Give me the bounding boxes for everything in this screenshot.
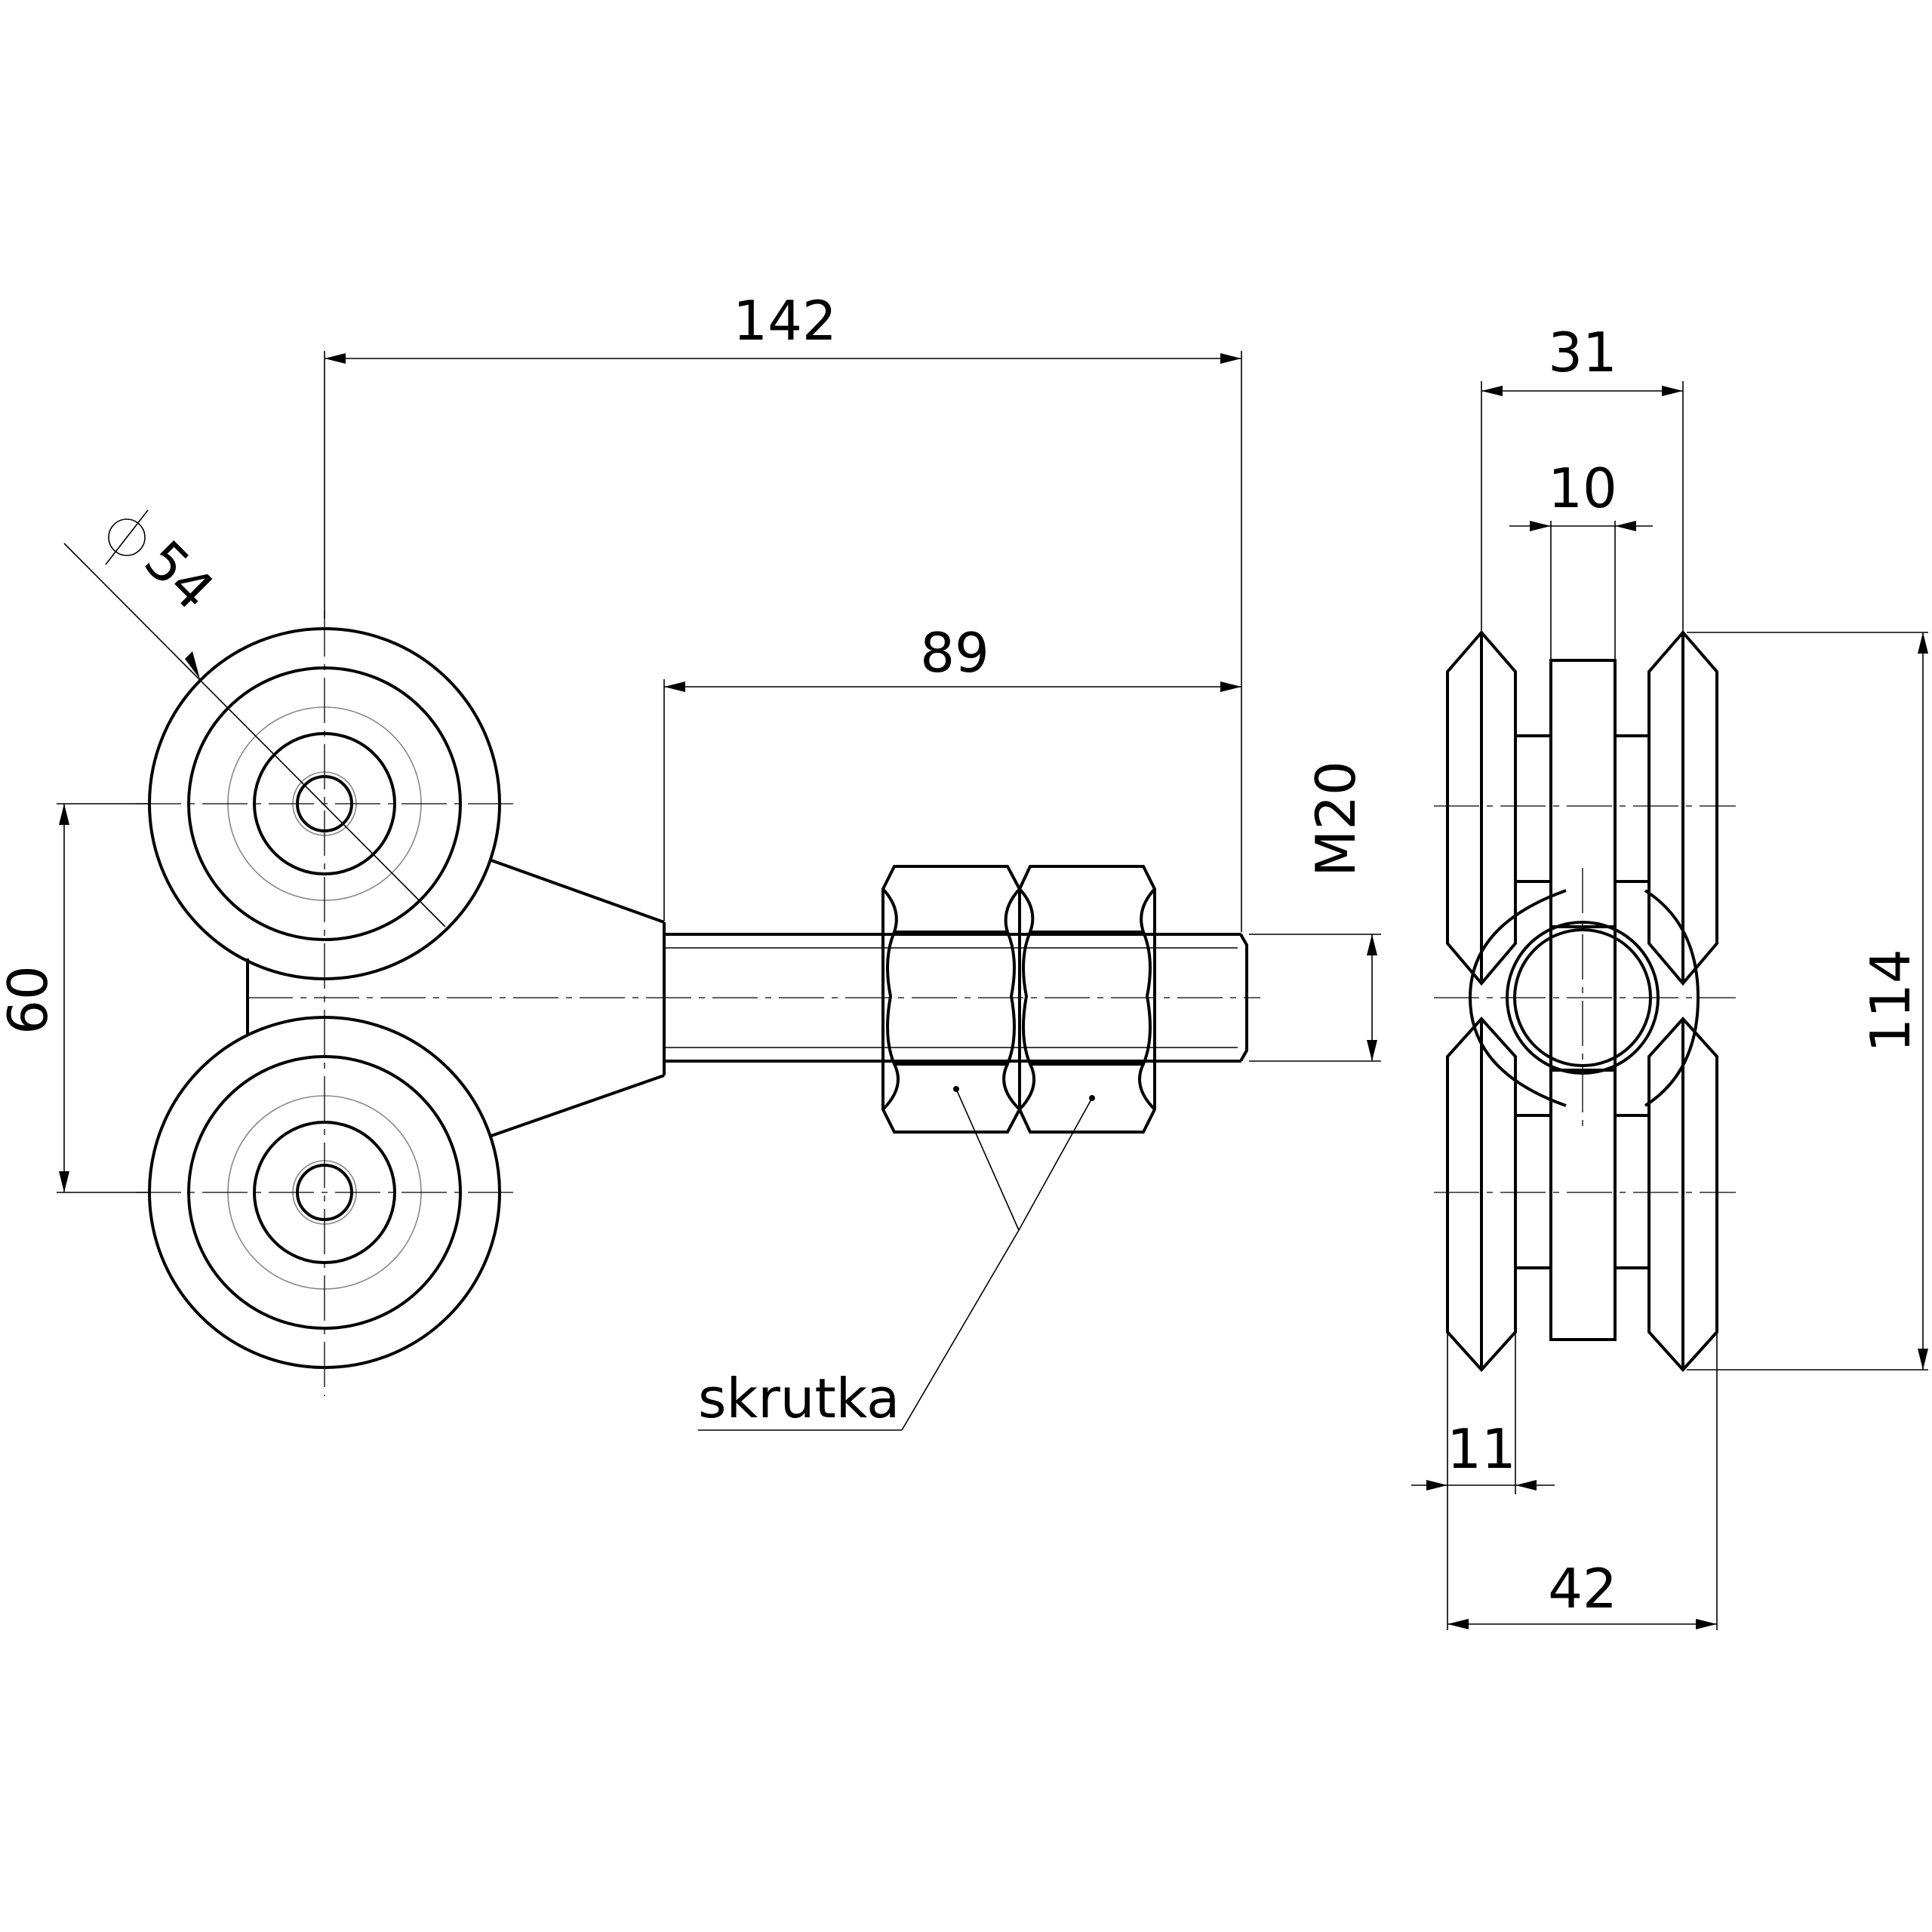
dim-bolt-length-label: 89: [920, 621, 989, 685]
dim-total-width: 42: [1447, 1332, 1718, 1630]
wheel-left-bottom: [1446, 1017, 1517, 1372]
dim-center-width-label: 10: [1548, 457, 1617, 520]
dim-overall-length-label: 142: [733, 289, 836, 352]
side-view: 142 89 54 60: [0, 289, 1381, 1431]
dim-thread: M20: [1249, 761, 1381, 1062]
dim-center-width: 10: [1509, 457, 1653, 660]
dim-wheel-width-label: 11: [1447, 1417, 1516, 1481]
callout-label: skrutka: [698, 1367, 900, 1430]
diameter-symbol: [108, 518, 146, 556]
front-view: 31 10 114 11: [1411, 321, 1928, 1630]
dim-thread-label: M20: [1304, 761, 1367, 877]
dim-wheel-spacing: 60: [0, 803, 151, 1193]
dim-outer-width-label: 31: [1548, 321, 1617, 384]
dim-bolt-length: 89: [663, 621, 1241, 921]
dim-wheel-spacing-label: 60: [0, 965, 60, 1035]
side-view-centerlines: [136, 611, 1260, 1396]
hub: [1468, 734, 1700, 1269]
hex-nut-1: [881, 865, 1021, 1134]
dim-outer-width: 31: [1481, 321, 1684, 632]
hex-nut-2: [1018, 865, 1156, 1134]
wheel-left-top: [1446, 629, 1517, 986]
wheel-right-bottom: [1647, 1017, 1718, 1372]
dim-wheel-width: 11: [1411, 1332, 1555, 1494]
dim-total-width-label: 42: [1548, 1557, 1617, 1620]
callout-leader: skrutka: [698, 1086, 1095, 1431]
dim-height: 114: [1687, 632, 1928, 1371]
dim-wheel-diameter: 54: [63, 509, 446, 928]
front-view-centerlines: [1434, 805, 1736, 1193]
dim-height-label: 114: [1859, 949, 1922, 1052]
dim-wheel-diameter-label: 54: [133, 528, 226, 622]
center-plate: [1549, 659, 1617, 1341]
wheel-right-top: [1647, 629, 1718, 986]
dim-overall-length: 142: [324, 289, 1242, 932]
